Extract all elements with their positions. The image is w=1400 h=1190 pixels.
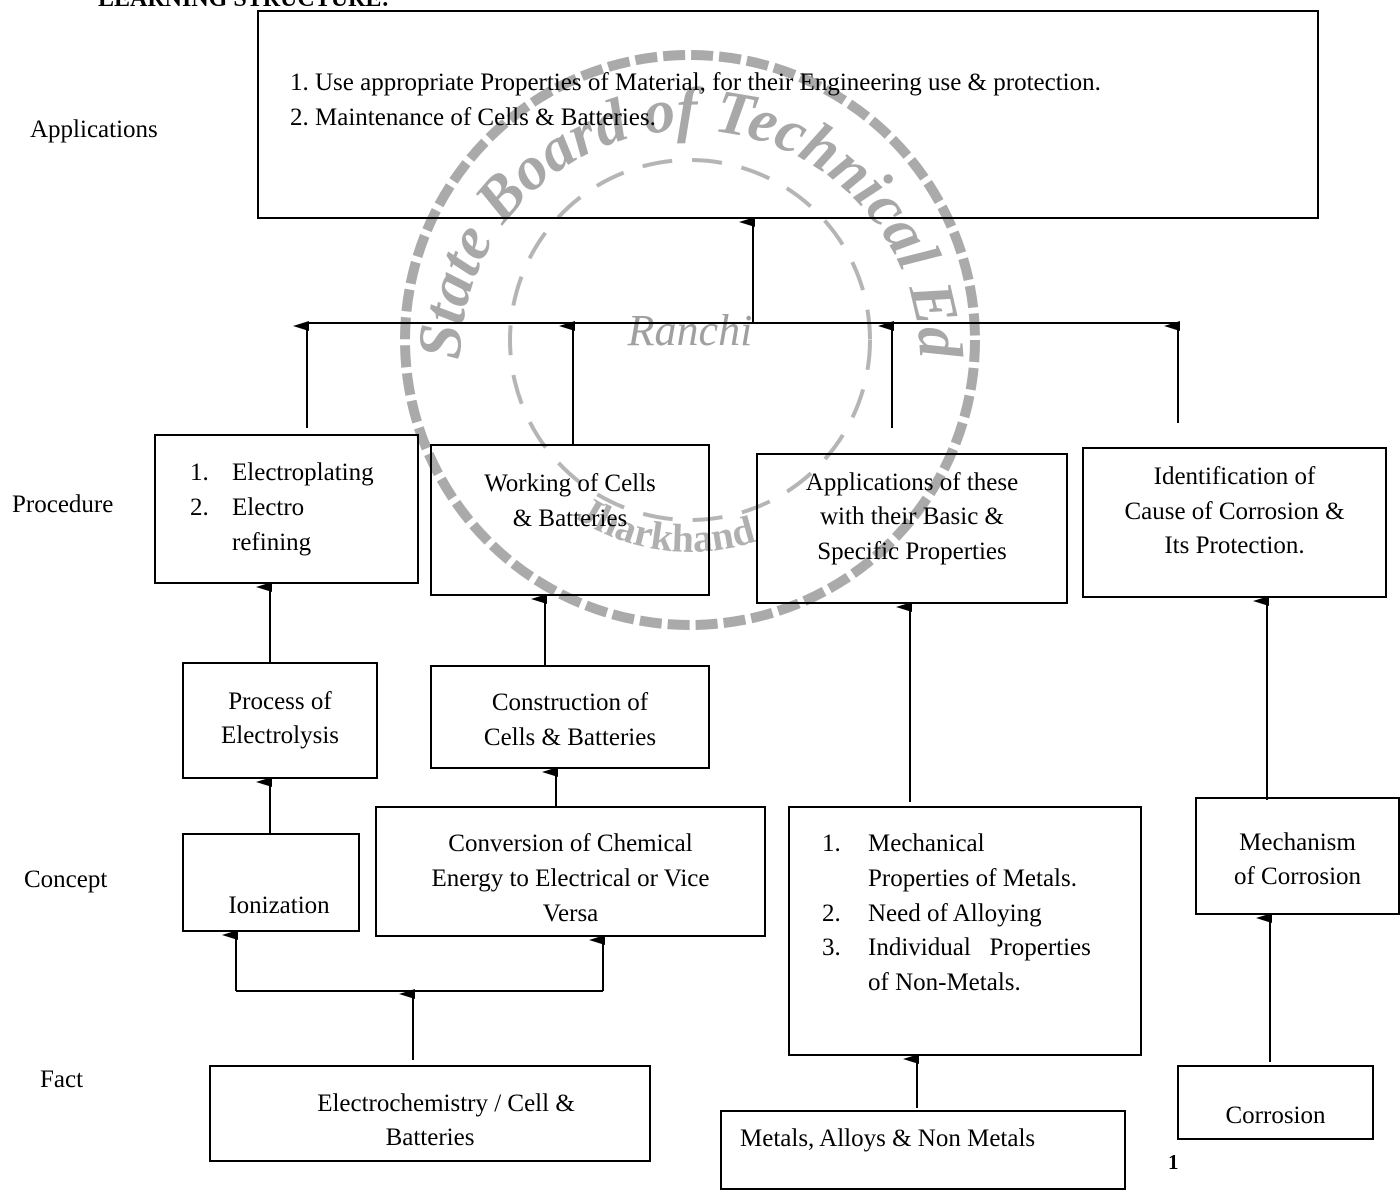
identification-label: Identification of (1153, 463, 1316, 490)
alloying-label: Need of Alloying (868, 900, 1042, 927)
applications-properties-label: Applications of these (805, 469, 1019, 496)
electrolysis-label-2: Electrolysis (220, 722, 340, 749)
list-number: 2. (822, 900, 841, 927)
applications-properties-label-3: Specific Properties (817, 538, 1007, 565)
list-number: 1. (822, 830, 841, 857)
level-label-procedure: Procedure (12, 491, 114, 518)
conversion-label: Conversion of Chemical (448, 830, 693, 857)
corrosion-label: Corrosion (1225, 1102, 1326, 1129)
electrochemistry-label: Electrochemistry / Cell & (317, 1090, 575, 1117)
identification-label-2: Cause of Corrosion & (1124, 498, 1345, 525)
list-number: 2. (190, 494, 209, 521)
working-cells-label-2: & Batteries (512, 505, 628, 532)
construction-box (430, 665, 710, 769)
watermark-center-text: Ranchi (627, 306, 753, 355)
nonmetals-label: Individual Properties (868, 934, 1091, 961)
applications-properties-box (756, 453, 1068, 604)
working-cells-box (430, 444, 710, 596)
mechanism-label: Mechanism (1239, 829, 1356, 856)
list-number: 3. (822, 934, 841, 961)
watermark-seal: State Board of Technical Education Ranch… (380, 30, 980, 630)
ionization-box (182, 833, 360, 932)
corrosion-box (1177, 1065, 1374, 1140)
electrorefining-label: Electro (232, 494, 305, 521)
electrolysis-box (182, 662, 378, 779)
level-label-fact: Fact (40, 1066, 84, 1093)
mechanical-label: Mechanical (868, 830, 985, 857)
conversion-label-2: Energy to Electrical or Vice (431, 865, 710, 892)
level-label-applications: Applications (30, 116, 158, 143)
list-number: 1. (190, 459, 209, 486)
page-title: LEARNING STRUCTURE: (98, 0, 389, 16)
applications-box (257, 10, 1319, 219)
identification-label-3: Its Protection. (1164, 532, 1305, 559)
level-label-concept: Concept (24, 866, 108, 893)
mechanical-properties-box (788, 806, 1142, 1056)
identification-box (1082, 447, 1387, 598)
electroplating-label: Electroplating (232, 459, 374, 486)
page-number: 1 (1168, 1150, 1179, 1174)
electrochemistry-box (209, 1065, 651, 1162)
construction-label-2: Cells & Batteries (483, 724, 657, 751)
electrochemistry-label-2: Batteries (385, 1124, 475, 1151)
ionization-label: Ionization (228, 892, 330, 919)
working-cells-label: Working of Cells (484, 470, 656, 497)
mechanism-label-2: of Corrosion (1233, 863, 1362, 890)
applications-item-1: 1. Use appropriate Properties of Materia… (290, 69, 1101, 96)
construction-label: Construction of (491, 689, 649, 716)
nonmetals-label-2: of Non-Metals. (868, 969, 1021, 996)
applications-properties-label-2: with their Basic & (820, 503, 1004, 530)
mechanism-corrosion-box (1195, 797, 1400, 915)
applications-item-2: 2. Maintenance of Cells & Batteries. (290, 104, 656, 131)
electroplating-box (154, 434, 419, 584)
mechanical-label-2: Properties of Metals. (868, 865, 1077, 892)
conversion-box (375, 806, 766, 937)
electrorefining-label-cont: refining (232, 529, 312, 556)
electrolysis-label: Process of (228, 688, 332, 715)
conversion-label-3: Versa (542, 900, 599, 927)
metals-label: Metals, Alloys & Non Metals (740, 1125, 1036, 1152)
